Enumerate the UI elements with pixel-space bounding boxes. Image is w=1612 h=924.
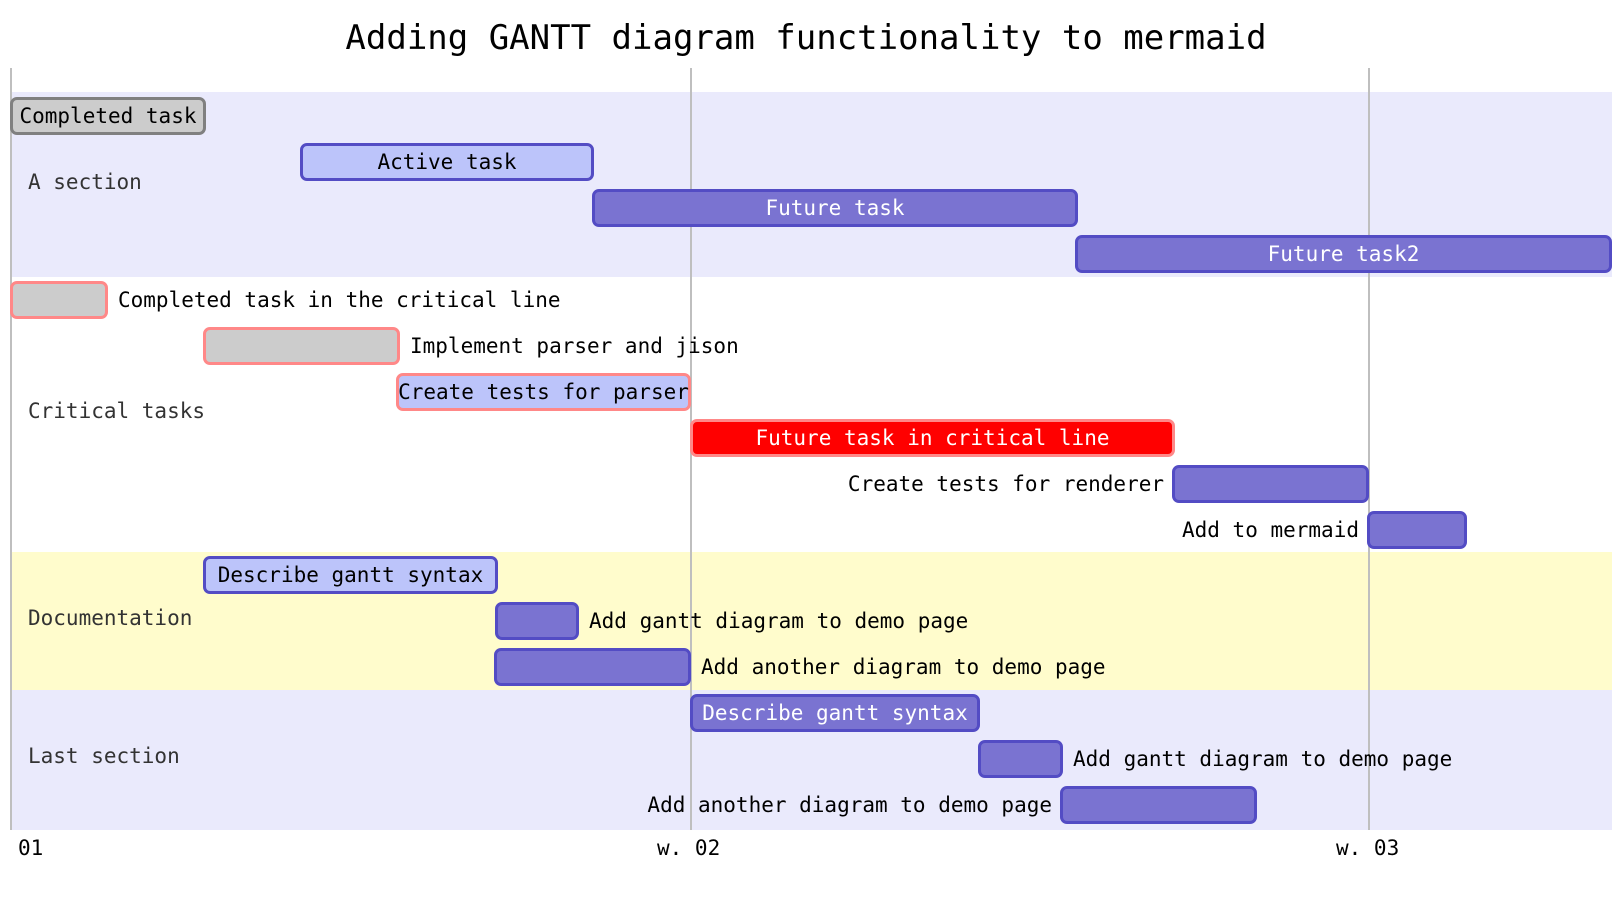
task-label: Completed task in the critical line (118, 288, 561, 312)
section-title: A section (28, 170, 142, 194)
axis-tick-label: 01 (18, 836, 44, 860)
task-label: Create tests for parser (398, 380, 689, 404)
task-bar[interactable] (690, 694, 980, 732)
axis-line (10, 68, 12, 830)
gridline (1368, 68, 1370, 830)
section-title: Last section (28, 744, 180, 768)
task-bar[interactable] (10, 97, 206, 135)
task-bar[interactable] (203, 556, 498, 594)
task-label: Future task (765, 196, 905, 220)
task-bar[interactable] (690, 419, 1175, 457)
section-band (10, 277, 1612, 552)
task-bar[interactable] (1367, 511, 1467, 549)
task-label: Describe gantt syntax (217, 563, 484, 587)
task-bar[interactable] (1075, 235, 1612, 273)
task-bar[interactable] (1172, 465, 1369, 503)
task-label: Completed task (19, 104, 197, 128)
task-label: Add gantt diagram to demo page (589, 609, 969, 633)
task-label: Describe gantt syntax (702, 701, 968, 725)
task-bar[interactable] (10, 281, 108, 319)
section-title: Documentation (28, 606, 193, 630)
section-title: Critical tasks (28, 399, 206, 423)
task-label: Future task in critical line (755, 426, 1110, 450)
axis-tick-label: w. 02 (657, 836, 721, 860)
task-label: Future task2 (1267, 242, 1420, 266)
task-label: Add another diagram to demo page (701, 655, 1106, 679)
task-bar[interactable] (978, 740, 1063, 778)
task-bar[interactable] (494, 648, 691, 686)
task-label: Create tests for renderer (847, 472, 1164, 496)
task-bar[interactable] (203, 327, 400, 365)
task-label: Active task (377, 150, 517, 174)
task-bar[interactable] (396, 373, 691, 411)
time-axis: 01 w. 02 w. 03 (0, 830, 1612, 880)
axis-tick-label: w. 03 (1336, 836, 1400, 860)
task-label: Add another diagram to demo page (647, 793, 1052, 817)
task-bar[interactable] (592, 189, 1078, 227)
task-label: Implement parser and jison (410, 334, 739, 358)
task-label: Add gantt diagram to demo page (1073, 747, 1453, 771)
task-label: Add to mermaid (1181, 518, 1359, 542)
task-bar[interactable] (300, 143, 594, 181)
task-bar[interactable] (495, 602, 579, 640)
page-title: Adding GANTT diagram functionality to me… (345, 18, 1267, 58)
task-bar[interactable] (1060, 786, 1257, 824)
